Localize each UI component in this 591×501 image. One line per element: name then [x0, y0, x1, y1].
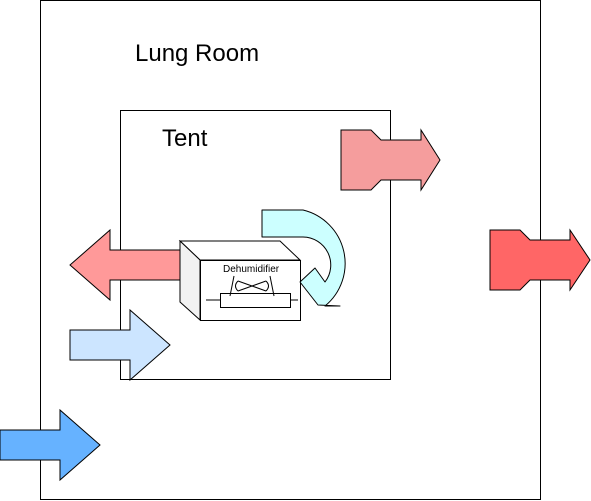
- fan-blade-left: [229, 275, 235, 297]
- fan-blade-right: [269, 275, 275, 297]
- tent-label: Tent: [162, 125, 208, 152]
- dehumidifier-front-face: [200, 260, 301, 321]
- room-exhaust-arrow: [489, 228, 591, 292]
- fan-housing: [220, 293, 291, 308]
- curved-return-arrow-icon: [261, 209, 346, 307]
- dehumidifier-box-icon: [178, 239, 302, 322]
- dehumidifier-label: Dehumidifier: [223, 264, 280, 275]
- dehumidifier-top-face: [178, 240, 302, 261]
- tent-intake-arrow: [69, 308, 171, 382]
- tent-exhaust-arrow: [340, 128, 441, 192]
- lung-room-label: Lung Room: [135, 40, 260, 67]
- room-intake-arrow: [0, 408, 101, 482]
- fan-icon: [235, 280, 269, 292]
